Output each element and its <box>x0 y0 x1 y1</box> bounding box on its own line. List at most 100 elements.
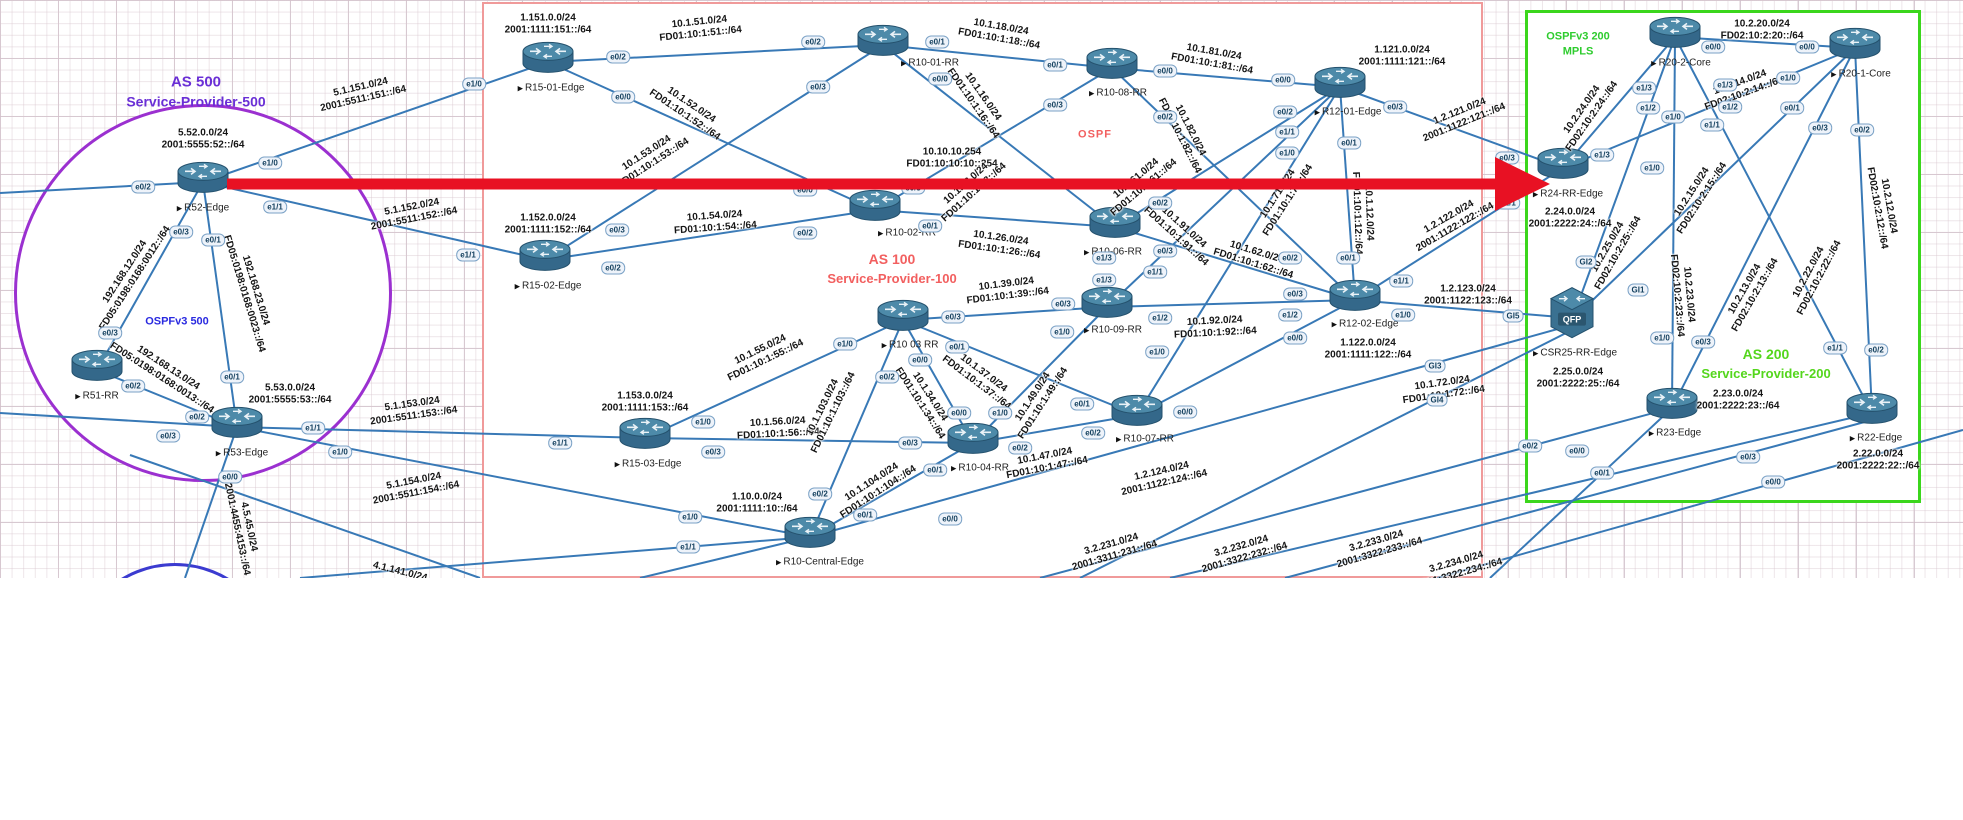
link-line <box>1674 36 1856 49</box>
link-line <box>1136 299 1356 416</box>
router-r10-04-rr[interactable] <box>947 419 999 462</box>
port-pill: GI4 <box>1426 393 1448 407</box>
port-pill: e1/0 <box>678 510 702 524</box>
router-r10-02-rr[interactable] <box>849 186 901 229</box>
router-r10-08-rr[interactable] <box>1086 44 1138 87</box>
router-r52-edge[interactable] <box>177 158 229 201</box>
router-r10-03-rr[interactable] <box>877 296 929 339</box>
router-r22-edge[interactable] <box>1846 389 1898 432</box>
router-r53-edge[interactable] <box>211 403 263 446</box>
port-pill: e0/2 <box>601 261 625 275</box>
link-line <box>972 414 1138 444</box>
port-pill: e0/1 <box>853 508 877 522</box>
port-pill: e1/0 <box>833 337 857 351</box>
as200-subtitle: Service-Provider-200 <box>1701 365 1831 381</box>
link-line <box>1111 67 1341 88</box>
router-r51-rr[interactable] <box>71 346 123 389</box>
port-pill: e1/3 <box>1713 78 1737 92</box>
port-pill: e0/3 <box>898 436 922 450</box>
router-label: ▶R10-06-RR <box>1084 247 1142 258</box>
router-label: ▶R24-RR-Edge <box>1533 189 1603 200</box>
port-pill: e0/1 <box>1337 136 1361 150</box>
port-pill: e0/1 <box>1336 251 1360 265</box>
router-r10-central-edge[interactable] <box>784 513 836 556</box>
router-r12-02-edge[interactable] <box>1329 276 1381 319</box>
router-label: ▶R53-Edge <box>216 448 268 459</box>
router-label: ▶R10-08-RR <box>1089 88 1147 99</box>
router-r10-06-rr[interactable] <box>1089 203 1141 246</box>
router-name: R12-02-Edge <box>1338 318 1399 330</box>
port-pill: e0/0 <box>1271 73 1295 87</box>
router-r15-03-edge[interactable] <box>619 414 671 457</box>
port-pill: e0/0 <box>1173 405 1197 419</box>
port-pill: e0/0 <box>928 72 952 86</box>
router-marker-icon: ▶ <box>1084 249 1090 257</box>
router-marker-icon: ▶ <box>1116 436 1122 444</box>
router-name: R10-Central-Edge <box>783 556 864 568</box>
router-csr25-rr-edge[interactable]: QFP <box>1549 287 1595 344</box>
router-r15-02-edge[interactable] <box>519 236 571 279</box>
link-line <box>1114 226 1356 301</box>
router-name: R23-Edge <box>1656 427 1702 439</box>
router-r20-2-core[interactable] <box>1649 13 1701 56</box>
port-pill: e0/0 <box>1761 475 1785 489</box>
router-marker-icon: ▶ <box>1084 327 1090 335</box>
link-line <box>547 44 884 63</box>
as200-title: AS 200 <box>1742 346 1790 363</box>
port-pill: e1/0 <box>462 77 486 91</box>
link-line <box>639 536 811 578</box>
router-r23-edge[interactable] <box>1646 384 1698 427</box>
link-line <box>202 181 546 261</box>
router-name: R15-01-Edge <box>524 82 585 94</box>
router-label: ▶R20-1-Core <box>1831 69 1891 80</box>
link-line <box>299 536 811 578</box>
port-pill: e1/0 <box>1661 110 1685 124</box>
router-r24-rr-edge[interactable] <box>1537 144 1589 187</box>
router-r15-01-edge[interactable] <box>522 38 574 81</box>
port-pill: e1/2 <box>1278 308 1302 322</box>
router-marker-icon: ▶ <box>215 450 222 458</box>
router-label: ▶R52-Edge <box>177 203 229 214</box>
link-line <box>809 319 904 538</box>
port-pill: e0/3 <box>941 310 965 324</box>
router-r12-01-edge[interactable] <box>1314 63 1366 106</box>
link-line <box>972 306 1108 444</box>
port-pill: e1/2 <box>1636 101 1660 115</box>
router-label: ▶R10-04-RR <box>951 463 1009 474</box>
port-pill: e1/0 <box>328 445 352 459</box>
port-pill: e0/0 <box>611 90 635 104</box>
link-line <box>1136 86 1341 416</box>
router-r10-07-rr[interactable] <box>1111 391 1163 434</box>
port-pill: e0/2 <box>1273 105 1297 119</box>
router-r10-09-rr[interactable] <box>1081 283 1133 326</box>
router-name: R10-06-RR <box>1091 246 1142 258</box>
router-r10-01-rr[interactable] <box>857 21 909 64</box>
port-pill: e0/3 <box>156 429 180 443</box>
port-pill: e0/1 <box>945 340 969 354</box>
port-pill: e0/2 <box>1153 110 1177 124</box>
link-line <box>544 209 876 261</box>
router-r20-1-core[interactable] <box>1829 24 1881 67</box>
router-marker-icon: ▶ <box>1314 109 1320 117</box>
link-line <box>1354 299 1573 319</box>
router-marker-icon: ▶ <box>1648 430 1655 438</box>
as100-region-label: AS 100 Service-Provider-100 <box>827 250 956 288</box>
port-pill: e1/2 <box>1148 311 1172 325</box>
port-pill: e0/0 <box>947 406 971 420</box>
link-line <box>644 319 904 439</box>
router-marker-icon: ▶ <box>776 559 782 567</box>
ospfv3-200-title: OSPFv3 200 <box>1546 30 1610 43</box>
router-marker-icon: ▶ <box>75 393 81 401</box>
link-line <box>1562 36 1676 169</box>
router-marker-icon: ▶ <box>881 342 887 350</box>
router-marker-icon: ▶ <box>1849 435 1856 443</box>
port-pill: e0/0 <box>938 512 962 526</box>
router-name: CSR25-RR-Edge <box>1540 347 1618 359</box>
link-line <box>874 209 1116 228</box>
port-pill: e0/3 <box>1051 297 1075 311</box>
